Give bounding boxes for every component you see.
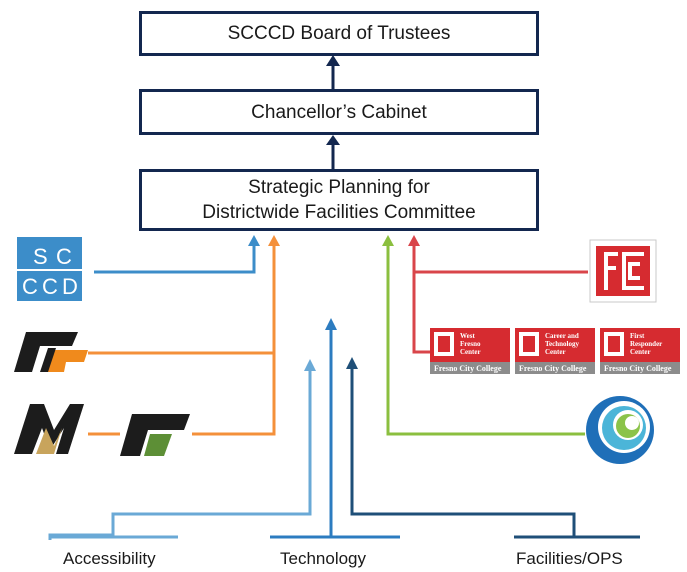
- connector-technology: [270, 318, 400, 539]
- reedley-college-logo: [14, 332, 88, 372]
- connector-facilities: [346, 357, 640, 539]
- fcc-badge-west-fresno-line2: Fresno: [460, 340, 481, 348]
- fcc-badge-career-technology: Career and Technology Center Fresno City…: [515, 328, 595, 374]
- fcc-badge-west-fresno-line1: West: [460, 332, 475, 340]
- chancellors-cabinet-box: Chancellor’s Cabinet: [139, 89, 539, 135]
- board-of-trustees-box: SCCCD Board of Trustees: [139, 11, 539, 56]
- scccd-logo-c1: C: [56, 244, 72, 269]
- fcc-badge-first-responder-line3: Center: [630, 348, 651, 356]
- facilities-committee-line1: Strategic Planning for: [248, 177, 430, 198]
- connector-cabinet-to-board: [326, 55, 340, 89]
- oakhurst-center-logo: [120, 414, 190, 456]
- fresno-city-college-logo: [589, 239, 657, 303]
- connector-orange-colleges: [88, 235, 280, 436]
- scccd-logo-c3: C: [42, 274, 58, 299]
- fcc-badge-west-fresno-footer: Fresno City College: [434, 364, 502, 373]
- fcc-badge-west-fresno-line3: Center: [460, 348, 481, 356]
- facilities-committee-label: Strategic Planning for Districtwide Faci…: [202, 175, 475, 225]
- fcc-badge-career-technology-footer: Fresno City College: [519, 364, 587, 373]
- chancellors-cabinet-label: Chancellor’s Cabinet: [251, 101, 427, 123]
- connector-red-fcc: [408, 235, 588, 354]
- accessibility-label: Accessibility: [63, 549, 156, 568]
- connector-committee-to-cabinet: [326, 135, 340, 169]
- fcc-badge-career-technology-line3: Center: [545, 348, 566, 356]
- clovis-college-logo: [586, 396, 654, 464]
- facilities-committee-line2: Districtwide Facilities Committee: [202, 202, 476, 223]
- scccd-logo-d: D: [62, 274, 78, 299]
- madera-college-logo: [14, 404, 84, 454]
- connector-scccd: [94, 235, 260, 274]
- fcc-badge-first-responder: First Responder Center Fresno City Colle…: [600, 328, 680, 374]
- scccd-logo: S C C C D: [17, 237, 82, 301]
- fcc-badge-career-technology-line1: Career and: [545, 332, 579, 340]
- fcc-badge-west-fresno: West Fresno Center Fresno City College: [430, 328, 510, 374]
- scccd-logo-c2: C: [22, 274, 38, 299]
- connector-green-clovis: [382, 235, 585, 436]
- facilities-ops-label: Facilities/OPS: [516, 549, 623, 568]
- technology-label: Technology: [280, 549, 367, 568]
- connector-accessibility: [48, 359, 316, 540]
- scccd-logo-s: S: [33, 244, 48, 269]
- fcc-badge-career-technology-line2: Technology: [545, 340, 579, 348]
- fcc-badge-first-responder-line1: First: [630, 332, 645, 340]
- fcc-badge-first-responder-line2: Responder: [630, 340, 662, 348]
- facilities-committee-box: Strategic Planning for Districtwide Faci…: [139, 169, 539, 231]
- fcc-badge-first-responder-footer: Fresno City College: [604, 364, 672, 373]
- board-of-trustees-label: SCCCD Board of Trustees: [227, 23, 451, 44]
